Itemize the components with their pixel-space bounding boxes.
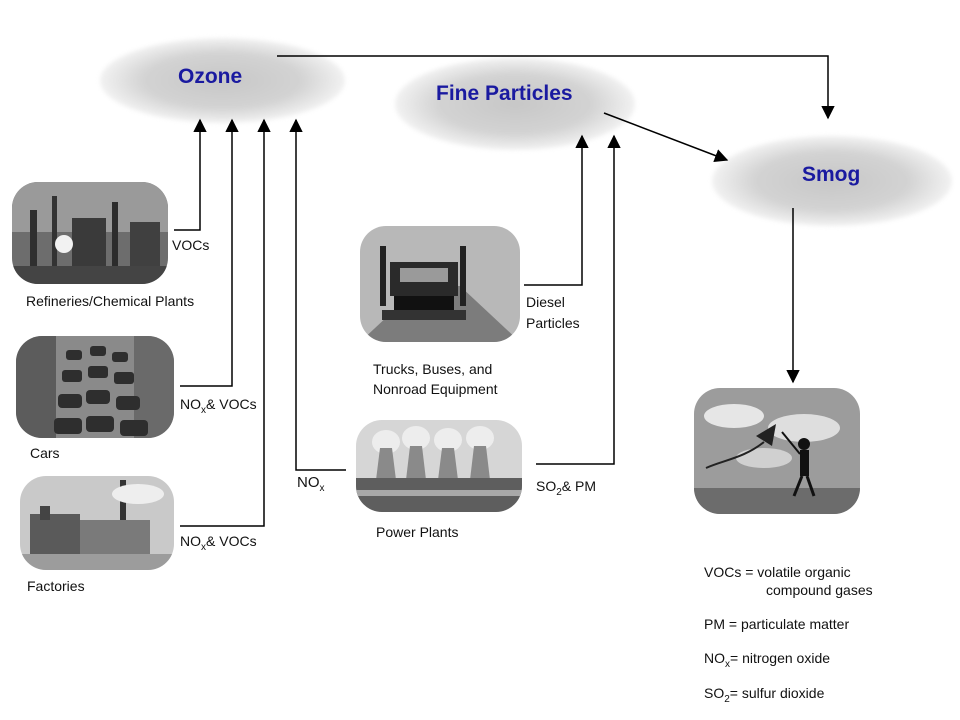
ozone-to-smog-arrow <box>277 55 835 120</box>
ozone-label: Ozone <box>178 65 243 88</box>
and-vocs-text: & VOCs <box>206 396 257 412</box>
diesel-label-line1: Diesel <box>526 294 565 310</box>
factories-photo <box>20 476 174 570</box>
cars-image <box>16 336 174 438</box>
power-plant-image <box>356 420 522 512</box>
fine-particles-cloud <box>395 58 635 150</box>
legend-vocs-line2: compound gases <box>766 582 873 598</box>
and-pm-text: & PM <box>561 478 597 494</box>
trucks-photo <box>360 226 520 342</box>
nox-subscript: x <box>201 542 206 553</box>
legend-nox-symbol: NO <box>704 650 725 666</box>
factories-flow-label: NOx& VOCs <box>180 533 257 553</box>
vocs-flow-label: VOCs <box>172 237 210 253</box>
legend-so2-definition: = sulfur dioxide <box>729 685 825 701</box>
legend-so2-subscript: 2 <box>724 694 730 705</box>
nox-text: NO <box>180 396 201 412</box>
power-plants-caption: Power Plants <box>376 524 459 540</box>
ozone-cloud <box>100 38 345 123</box>
legend-nox-definition: = nitrogen oxide <box>730 650 831 666</box>
smog-label: Smog <box>802 163 861 186</box>
legend-nox: NOx= nitrogen oxide <box>704 650 830 670</box>
refineries-to-ozone-arrow <box>174 118 207 231</box>
trucks-to-fine-particles-arrow <box>524 134 589 286</box>
refinery-image <box>12 182 168 284</box>
trucks-caption-line1: Trucks, Buses, and <box>373 361 493 377</box>
legend-so2: SO2= sulfur dioxide <box>704 685 824 705</box>
power-plants-to-ozone-arrow <box>289 118 346 471</box>
so2-subscript: 2 <box>556 487 562 498</box>
cars-to-ozone-arrow <box>180 118 239 387</box>
cars-flow-label: NOx& VOCs <box>180 396 257 416</box>
diesel-label-line2: Particles <box>526 315 580 331</box>
refineries-photo <box>12 182 168 284</box>
nox-text: NO <box>297 474 320 491</box>
fine-particles-label: Fine Particles <box>436 82 573 105</box>
legend-nox-subscript: x <box>725 659 730 670</box>
power-plants-photo <box>356 420 522 512</box>
legend-so2-symbol: SO <box>704 685 725 701</box>
cars-photo <box>16 336 174 438</box>
trucks-caption-line2: Nonroad Equipment <box>373 381 498 397</box>
smog-child-photo <box>694 388 860 514</box>
truck-image <box>360 226 520 342</box>
and-vocs-text: & VOCs <box>206 533 257 549</box>
power-plants-nox-label: NOx <box>297 474 325 494</box>
cars-caption: Cars <box>30 445 60 461</box>
legend-vocs-line1: VOCs = volatile organic <box>704 564 851 580</box>
smog-cloud <box>712 136 952 226</box>
fine-particles-to-smog-arrow <box>603 112 729 162</box>
power-plants-to-fine-particles-arrow <box>536 134 621 465</box>
factory-image <box>20 476 174 570</box>
legend-pm: PM = particulate matter <box>704 616 850 632</box>
factories-to-ozone-arrow <box>180 118 271 527</box>
nox-subscript: x <box>201 405 206 416</box>
so2-pm-label: SO2& PM <box>536 478 596 498</box>
so2-text: SO <box>536 478 557 494</box>
refineries-caption: Refineries/Chemical Plants <box>26 293 195 309</box>
nox-text: NO <box>180 533 201 549</box>
factories-caption: Factories <box>27 578 85 594</box>
kite-child-image <box>694 388 860 514</box>
nox-subscript: x <box>319 483 325 494</box>
